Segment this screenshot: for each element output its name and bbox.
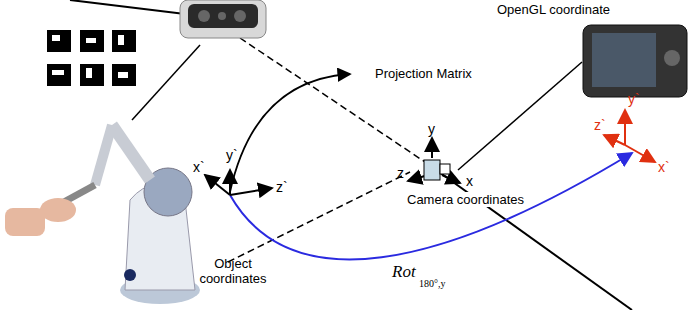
label: z` [594,118,606,133]
rotation-arrow [230,153,632,259]
device-line [132,45,200,120]
label: Projection Matrix [375,66,472,81]
projection-arrow [230,74,350,192]
object-axes [205,170,272,195]
opengl-axes [604,110,655,162]
view-ray [425,162,632,310]
label: 180°,y [419,276,446,291]
handheld-display [583,25,687,97]
label: y` [628,92,640,107]
view-ray [240,38,425,162]
haptic-device [5,125,200,304]
label: z` [276,180,288,195]
dashed-line [228,172,410,262]
label: x` [193,160,205,175]
label: Rot [392,264,416,279]
display-line [458,62,582,170]
label: x [466,174,473,189]
label: OpenGL coordinate [497,2,610,17]
stereo-camera [180,0,266,38]
label: x` [658,160,670,175]
camera-cable [70,0,185,14]
label: y` [226,148,238,163]
label: Camera coordinates [405,192,526,207]
label: z [397,166,404,181]
label: Object coordinates [193,256,273,286]
ar-markers [47,30,136,86]
label: y [428,122,435,137]
camera-axes [408,138,460,183]
